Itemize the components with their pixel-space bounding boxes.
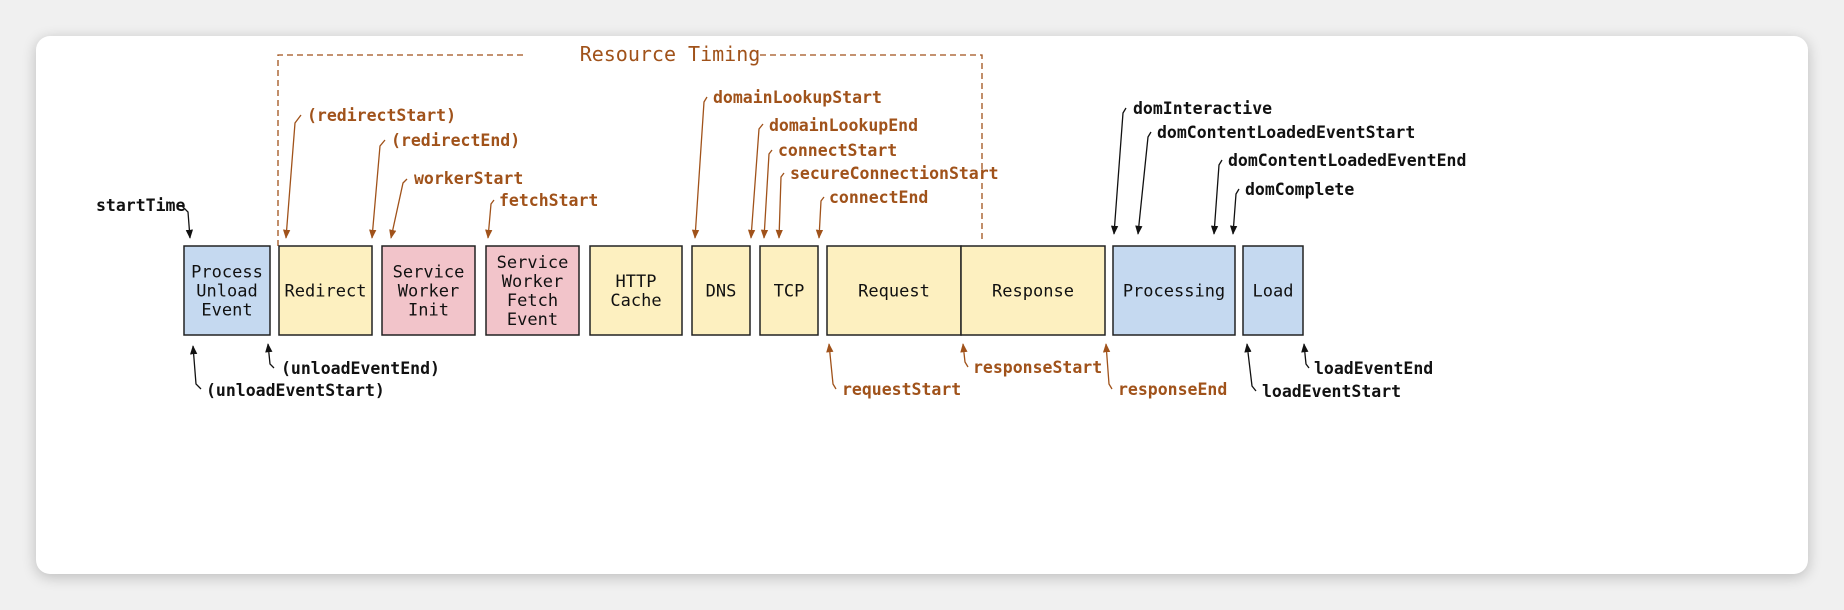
timing-arrows [181,96,1310,392]
box-dns-line: DNS [706,282,737,302]
box-service-worker-init-line: Init [408,301,449,321]
label-domComplete: domComplete [1245,180,1354,199]
arrow-requestStart [826,343,837,390]
arrow-domContentLoadedEventEnd [1210,159,1223,235]
box-response-rect [960,245,1106,336]
label-unloadEventStart: (unloadEventStart) [206,381,385,400]
label-unloadEventEnd: (unloadEventEnd) [281,359,440,378]
label-workerStart: workerStart [414,169,523,188]
arrow-responseEnd [1102,343,1113,390]
box-dns: DNS [691,245,751,336]
label-domainLookupStart: domainLookupStart [713,88,882,107]
arrow-domInteractive [1110,107,1127,235]
navigation-timing-diagram: Resource Timing ProcessUnloadEventRedire… [96,42,1466,401]
box-load: Load [1242,245,1304,336]
box-service-worker-init-rect [381,245,476,336]
label-fetchStart: fetchStart [499,191,598,210]
label-requestStart: requestStart [842,380,961,399]
box-service-worker-fetch-event-line: Fetch [507,291,558,311]
arrow-domContentLoadedEventStart [1135,131,1152,235]
label-responseEnd: responseEnd [1118,380,1227,399]
box-load-rect [1242,245,1304,336]
box-load-line: Load [1253,282,1294,302]
label-startTime: startTime [96,196,185,215]
box-process-unload-event-line: Process [191,263,263,283]
arrow-redirectEnd [369,139,386,239]
box-response: Response [960,245,1106,336]
arrow-domainLookupStart [691,96,708,239]
box-redirect-rect [278,245,373,336]
arrow-connectEnd [815,196,825,239]
box-service-worker-init-line: Service [393,263,465,283]
box-tcp: TCP [759,245,819,336]
box-redirect: Redirect [278,245,373,336]
box-process-unload-event-line: Unload [196,282,257,302]
label-redirectStart: (redirectStart) [307,106,456,125]
box-process-unload-event-rect [183,245,271,336]
resource-timing-bracket: Resource Timing [277,42,983,246]
box-service-worker-init-line: Worker [398,282,459,302]
resource-timing-title: Resource Timing [580,42,761,66]
box-tcp-line: TCP [774,282,805,302]
label-domContentLoadedEventStart: domContentLoadedEventStart [1157,123,1415,142]
bracket-left [277,54,526,246]
box-request-rect [826,245,962,336]
box-service-worker-fetch-event-rect [485,245,580,336]
box-http-cache-line: HTTP [616,272,657,292]
label-domContentLoadedEventEnd: domContentLoadedEventEnd [1228,151,1466,170]
box-processing-line: Processing [1123,282,1225,302]
box-processing: Processing [1112,245,1236,336]
box-process-unload-event-line: Event [201,301,252,321]
label-connectEnd: connectEnd [829,188,928,207]
arrow-loadEventStart [1244,343,1257,392]
arrow-workerStart [389,178,408,239]
box-http-cache-rect [589,245,683,336]
box-redirect-line: Redirect [285,282,367,302]
box-request: Request [826,245,962,336]
box-processing-rect [1112,245,1236,336]
box-service-worker-fetch-event-line: Event [507,310,558,330]
label-domainLookupEnd: domainLookupEnd [769,116,918,135]
label-redirectEnd: (redirectEnd) [391,131,520,150]
box-http-cache-line: Cache [610,291,661,311]
arrow-responseStart [960,343,969,368]
label-connectStart: connectStart [778,141,897,160]
arrow-domComplete [1229,188,1240,235]
box-dns-rect [691,245,751,336]
arrow-connectStart [760,149,773,239]
arrow-startTime [181,205,194,239]
label-loadEventStart: loadEventStart [1262,382,1401,401]
arrow-unloadEventEnd [265,343,275,369]
timing-labels: startTime (unloadEventStart) (unloadEventE… [96,88,1466,401]
label-responseStart: responseStart [973,358,1102,377]
arrow-redirectStart [283,114,302,239]
arrow-unloadEventStart [190,345,202,390]
label-secureConnectionStart: secureConnectionStart [790,164,999,183]
bracket-right [760,54,983,240]
box-tcp-rect [759,245,819,336]
label-domInteractive: domInteractive [1133,99,1272,118]
box-response-line: Response [992,282,1074,302]
arrow-fetchStart [485,199,495,239]
arrow-secureConnectionStart [775,172,785,239]
box-service-worker-fetch-event-line: Worker [502,272,563,292]
arrow-loadEventEnd [1301,343,1310,369]
arrow-domainLookupEnd [747,123,764,239]
box-service-worker-fetch-event-line: Service [497,253,569,273]
phase-boxes: ProcessUnloadEventRedirectServiceWorkerI… [183,245,1304,336]
label-loadEventEnd: loadEventEnd [1314,359,1433,378]
box-request-line: Request [858,282,930,302]
